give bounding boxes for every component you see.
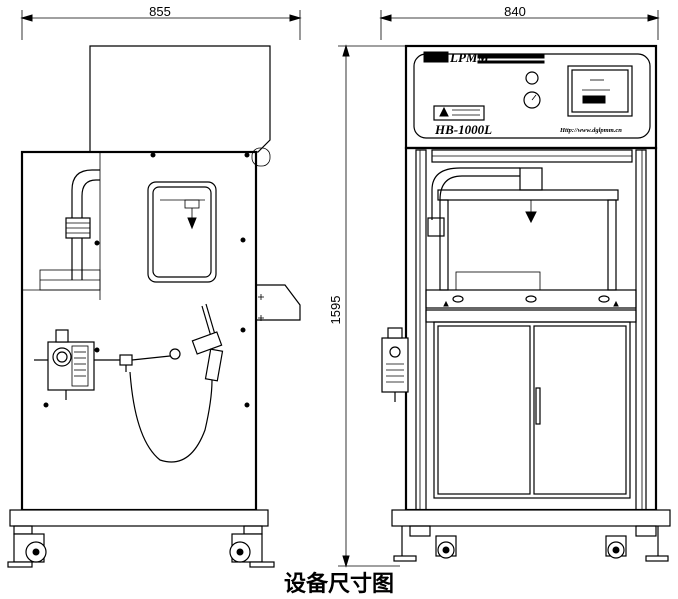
side-window	[147, 181, 217, 283]
side-base	[7, 509, 275, 568]
front-width-dimension: 840	[379, 4, 660, 40]
spray-gun	[191, 303, 224, 382]
model-label: HB-1000L	[434, 122, 492, 137]
front-view: 840 LPMM HB-1000L Http://www.dglpmm.cn	[379, 4, 671, 562]
upper-hood	[89, 45, 271, 167]
website-label: Http://www.dglpmm.cn	[559, 127, 622, 134]
front-control-panel: LPMM HB-1000L Http://www.dglpmm.cn	[404, 44, 658, 150]
front-width-label: 840	[504, 4, 526, 19]
side-view: 855	[7, 4, 302, 568]
front-cabinet-doors	[433, 321, 631, 499]
side-pipe	[65, 169, 100, 280]
air-hose	[129, 371, 213, 463]
side-width-label: 855	[149, 4, 171, 19]
drawing-caption: 设备尺寸图	[283, 571, 394, 597]
side-width-dimension: 855	[20, 4, 302, 40]
front-base	[391, 509, 671, 562]
air-regulator-box	[34, 329, 181, 400]
side-tray	[255, 284, 301, 321]
height-dimension: 1595	[328, 44, 410, 568]
front-frame	[404, 146, 658, 512]
height-label: 1595	[328, 296, 343, 325]
front-side-regulator	[381, 327, 409, 402]
